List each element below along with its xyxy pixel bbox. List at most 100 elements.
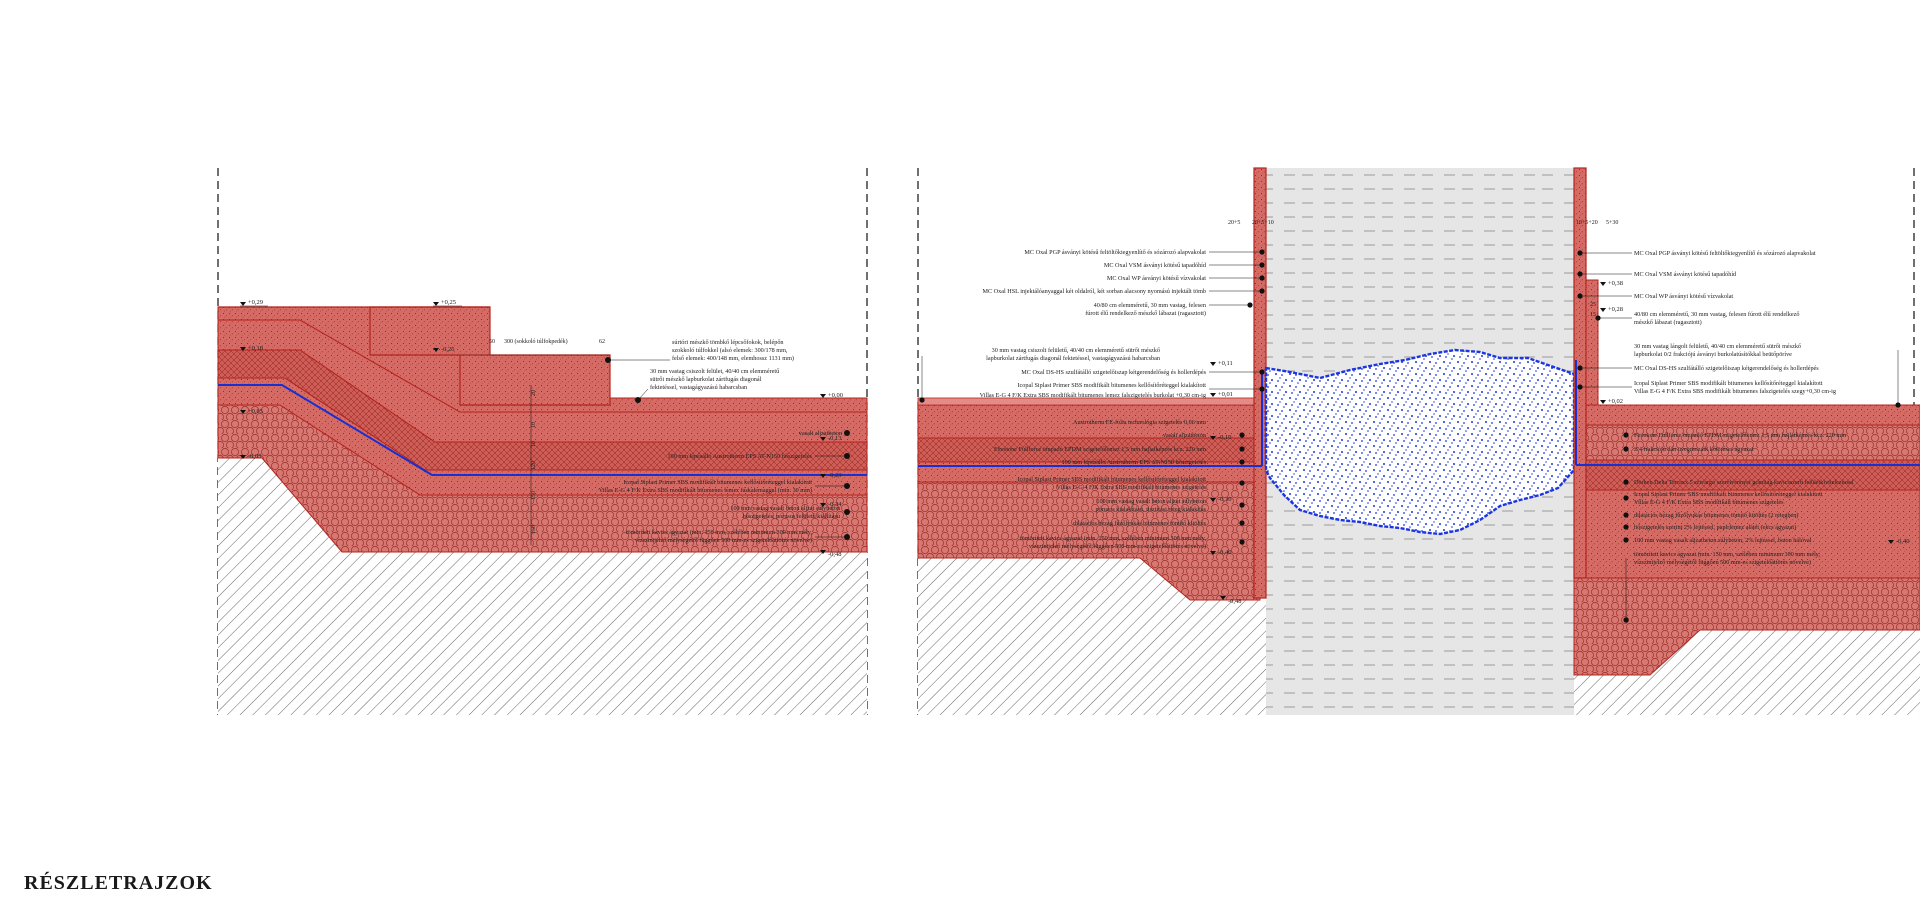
level-mark: -0,13 xyxy=(820,435,842,442)
right-level-marks: +0,38 +0,28 +0,02 -0,40 10+5+20 5+30 25 … xyxy=(1576,220,1910,545)
annotation-text: 100 mm lépésálló Austrotherm EPS AT-N150… xyxy=(1062,459,1207,466)
water-mass xyxy=(1264,348,1576,536)
level-text: -0,10 xyxy=(1218,434,1232,441)
annotation-text: Icopal Siplast Primer SBS modifikált bit… xyxy=(1017,382,1206,389)
left-annotations: súrtóri mészkő tömbkő lépcsőfokok, belép… xyxy=(599,339,850,544)
level-mark: +0,11 xyxy=(1210,360,1233,367)
vertical-dim: 150 xyxy=(531,525,537,534)
step-riser-dim: 50 xyxy=(489,339,495,345)
annotation-text: MC Oxal PGP ásványi kötésű feltöltőkiegy… xyxy=(1024,249,1206,256)
annotation-text: Icopal Siplast Primer SBS modifikált bit… xyxy=(1017,476,1206,483)
annotation-text: Villas E-G 4 F/K Extra SBS modifikált bi… xyxy=(1634,388,1836,395)
annotation-text: 100 mm vastag vasalt beton aljzat súlybe… xyxy=(730,505,840,512)
step-blocks-left xyxy=(369,306,611,406)
annotation-text: 30 mm vastag lángolt felületű, 40/40 cm … xyxy=(1634,343,1801,350)
level-text: -0,40 xyxy=(1218,549,1232,556)
annotation-text: 100 mm lépésálló Austrotherm EPS AT-N150… xyxy=(668,453,813,460)
level-mark: -0,25 xyxy=(433,346,455,353)
annotation-text: 40/80 cm elemméretű, 30 mm vastag, feles… xyxy=(1634,311,1799,318)
annotation-text: tömörített kavics ágyazat (min. 150 mm, … xyxy=(1634,551,1820,558)
level-text: -0,25 xyxy=(441,346,455,353)
annotation-text: MC Oxal VSM ásványi kötésű tapadóhíd xyxy=(1634,271,1737,278)
level-text: -0,48 xyxy=(1228,598,1242,605)
level-mark: -0,40 xyxy=(1888,538,1910,545)
annotation-text: MC Oxal WP ásványi kötésű vízvakolat xyxy=(1107,275,1206,282)
middle-detail xyxy=(917,167,1576,715)
annotation-text: mészkő lábazat (ragasztott) xyxy=(1634,319,1702,326)
level-text: +0,01 xyxy=(1218,391,1233,398)
level-mark: -0,48 xyxy=(820,550,842,558)
level-text: -0,23 xyxy=(828,472,842,479)
level-mark: +0,18 xyxy=(240,345,263,352)
level-mark: -0,30 xyxy=(1210,496,1232,503)
annotation-text: hőszigetelés szerint 2% lejtéssel, papír… xyxy=(1634,524,1796,531)
soil-middle xyxy=(918,558,1266,715)
annotation-text: lapburkolat 0/2 frakciójú ásványi burkol… xyxy=(1634,351,1792,358)
vertical-dim: 10 xyxy=(531,441,537,447)
annotation-text: MC Oxal WP ásványi kötésű vízvakolat xyxy=(1634,293,1733,300)
soil-right xyxy=(1574,630,1920,715)
middle-level-marks: +0,11 +0,01 -0,10 -0,30 -0,40 -0,48 20+5… xyxy=(1210,220,1274,605)
annotation-text: tömörített kavics ágyazat (min. 150 mm, … xyxy=(1020,535,1206,542)
level-mark: -0,34 xyxy=(820,501,842,508)
level-mark: +0,28 xyxy=(1600,306,1623,313)
level-mark: +0,01 xyxy=(1210,391,1233,398)
level-text: -0,34 xyxy=(828,501,842,508)
annotation-text: pórusos kialakítású, tisztítási réteg ki… xyxy=(1096,506,1207,513)
annotation-text: vasalt aljzatbeton xyxy=(799,430,842,437)
level-text: +0,05 xyxy=(248,408,263,415)
level-mark: +0,38 xyxy=(1600,280,1623,287)
level-mark: -0,10 xyxy=(1210,434,1232,441)
level-text: +0,38 xyxy=(1608,280,1623,287)
level-text: -0,05 xyxy=(248,453,262,460)
annotation-text: Firestone Fullforce ömpadó EPDM szigetel… xyxy=(994,446,1206,453)
annotation-text: 40/80 cm elemméretű, 30 mm vastag, feles… xyxy=(1094,302,1206,309)
left-level-marks: +0,29 +0,25 +0,18 +0,05 -0,05 -0,25 +0,0… xyxy=(240,299,843,558)
vertical-dim: 150 xyxy=(531,491,537,500)
annotation-text: fektetéssel, vastagágyazású habarcsban xyxy=(650,384,747,391)
annotation-text: Villas E-G 4 F/K Extra SBS modifikált bi… xyxy=(599,487,812,494)
side-dim: 25 xyxy=(1590,302,1596,308)
level-mark: +0,00 xyxy=(820,392,843,399)
annotation-text: MC Oxal DS-HS szulfátálló szigetelőiszap… xyxy=(1021,369,1206,376)
annotation-text: 2/4 frakciójú dán üvegmozaik kőtöréses á… xyxy=(1634,446,1754,453)
annotation-text: vízszintjelző mélységétől függően 500 mm… xyxy=(635,537,812,544)
top-dim: 20+5 xyxy=(1228,220,1240,226)
top-dim: 5+30 xyxy=(1606,220,1618,226)
annotation-text: fúrott élű rendelkező mészkő lábazat (ra… xyxy=(1085,310,1206,317)
annotation-text: Villas E-G 4 F/K Extra SBS modifikált bi… xyxy=(980,392,1206,399)
level-text: +0,29 xyxy=(248,299,263,306)
level-text: -0,13 xyxy=(828,435,842,442)
top-dim: 20+5+10 xyxy=(1252,220,1274,226)
paving-middle xyxy=(917,397,1261,406)
vertical-dim: 10 xyxy=(531,422,537,428)
level-mark: -0,48 xyxy=(1220,596,1242,605)
annotation-text: MC Oxal PGP ásványi kötésű feltöltőkiegy… xyxy=(1634,250,1816,257)
annotation-text: felső elemek: 400/148 mm, elemhossz 1131… xyxy=(672,355,794,362)
annotation-text: dilatációs hézag fűzőlyukás bitumenes tö… xyxy=(1634,512,1798,519)
annotation-text: Austrotherm FE-folia technológia szigete… xyxy=(1073,419,1206,426)
level-mark: -0,40 xyxy=(1210,549,1232,556)
left-detail xyxy=(217,168,868,715)
annotation-text: lapburkolat zártfugás diagonál fektetéss… xyxy=(986,355,1160,362)
paving-right xyxy=(1573,404,1920,426)
soil-left xyxy=(218,458,867,715)
annotation-text: Icopal Siplast Primer SBS modifikált bit… xyxy=(1634,491,1823,498)
level-text: +0,25 xyxy=(441,299,456,306)
page-title: RÉSZLETRAJZOK xyxy=(24,872,213,894)
annotation-text: 100 mm vastag vasalt beton aljzat súlybe… xyxy=(1096,498,1206,505)
level-mark: +0,05 xyxy=(240,408,263,415)
vertical-dim: 120 xyxy=(531,461,537,470)
left-dimensions: 50 300 (sokkoló túlfokpedék) 62 20 10 10… xyxy=(489,338,605,545)
annotation-text: MC Oxal DS-HS szulfátálló szigetelőiszap… xyxy=(1634,365,1819,372)
membrane-left xyxy=(218,384,867,476)
annotation-text: Icopal Siplast Primer SBS modifikált bit… xyxy=(623,479,812,486)
level-mark: +0,29 xyxy=(240,299,268,307)
annotation-text: tömörített kavics ágyazat (min. 150 mm, … xyxy=(626,529,812,536)
middle-annotations: MC Oxal PGP ásványi kötésű feltöltőkiegy… xyxy=(919,249,1265,550)
pond-wall-left xyxy=(1253,167,1267,599)
annotation-text: hőszigetelés, pórusos felületű kiállítás… xyxy=(743,513,840,520)
level-mark: -0,05 xyxy=(240,453,262,460)
annotation-text: dilatációs hézag fűzőlyukás bitumenes tö… xyxy=(1073,520,1206,527)
